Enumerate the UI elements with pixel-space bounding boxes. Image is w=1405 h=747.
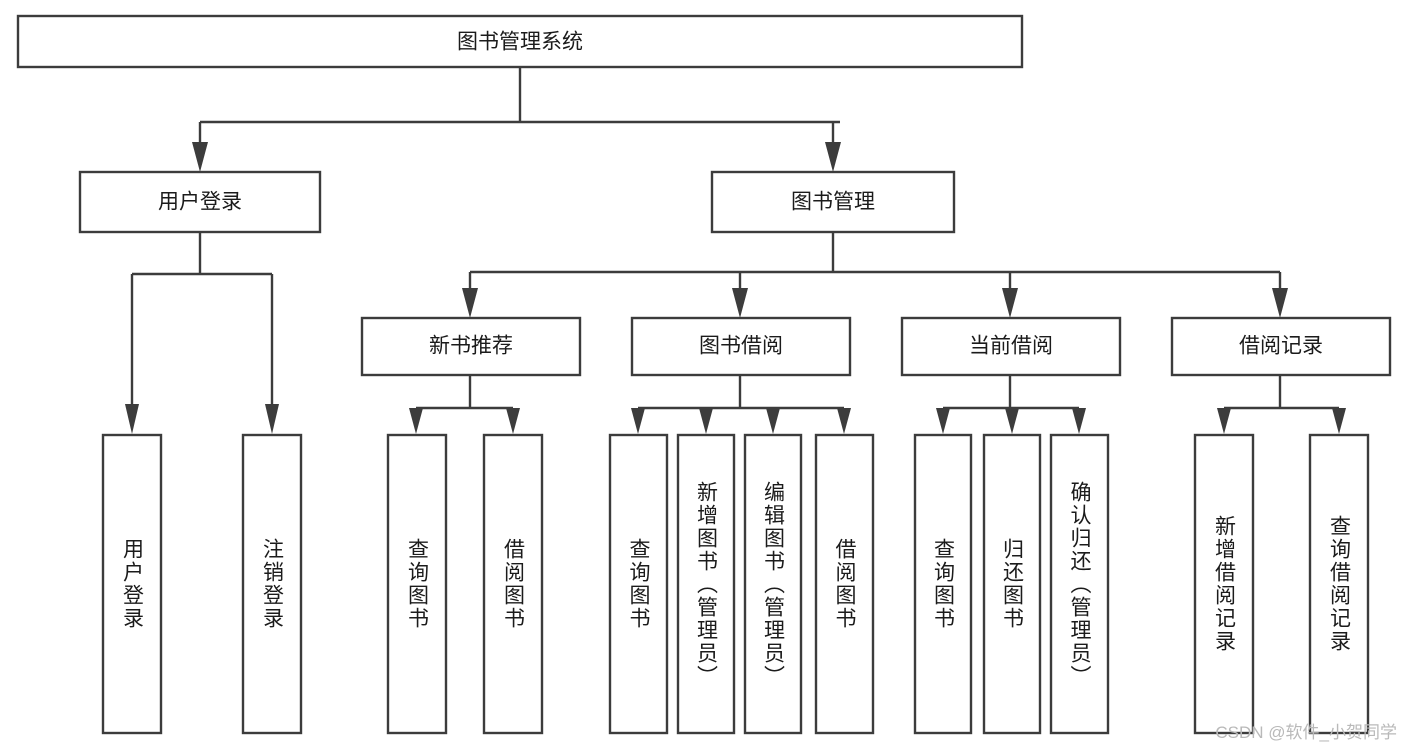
node-book-manage-label: 图书管理 <box>791 191 875 214</box>
node-borrow-record-label: 借阅记录 <box>1239 335 1323 358</box>
arrow-bb-leaf-3-icon <box>766 408 780 434</box>
leaf-box-borrow-record-2[interactable] <box>1308 433 1370 735</box>
connector-group-book-borrow <box>631 375 851 434</box>
arrow-root-to-book-icon <box>825 142 841 172</box>
arrow-bb-leaf-4-icon <box>837 408 851 434</box>
watermark: CSDN @软件_小贺同学 <box>1215 723 1397 742</box>
leaf-box-user-login-1[interactable] <box>101 433 163 735</box>
node-current-borrow-box[interactable] <box>900 316 1122 377</box>
connector-group-root <box>192 67 841 172</box>
arrow-user-leaf-2-icon <box>265 404 279 434</box>
connector-group-borrow-record <box>1217 375 1346 434</box>
node-borrow-record-box[interactable] <box>1170 316 1392 377</box>
leaf-box-borrow-record-1[interactable] <box>1193 433 1255 735</box>
node-book-manage-box[interactable] <box>710 170 956 234</box>
node-book-borrow-label: 图书借阅 <box>699 335 783 358</box>
arrow-br-leaf-2-icon <box>1332 408 1346 434</box>
node-user-login-box[interactable] <box>78 170 322 234</box>
connector-group-user-login <box>125 232 279 434</box>
arrow-bm-child-1-icon <box>462 288 478 318</box>
arrow-cb-leaf-3-icon <box>1072 408 1086 434</box>
arrow-bb-leaf-2-icon <box>699 408 713 434</box>
leaf-box-book-borrow-4[interactable] <box>814 433 875 735</box>
arrow-bm-child-3-icon <box>1002 288 1018 318</box>
leaf-box-current-borrow-3[interactable] <box>1049 433 1110 735</box>
connector-group-book-manage <box>462 232 1288 318</box>
node-book-borrow-box[interactable] <box>630 316 852 377</box>
arrow-root-to-user-icon <box>192 142 208 172</box>
node-root-label: 图书管理系统 <box>457 31 583 54</box>
leaf-box-current-borrow-2[interactable] <box>982 433 1042 735</box>
arrow-bb-leaf-1-icon <box>631 408 645 434</box>
arrow-bm-child-2-icon <box>732 288 748 318</box>
arrow-br-leaf-1-icon <box>1217 408 1231 434</box>
arrow-nb-leaf-2-icon <box>506 408 520 434</box>
node-new-book-label: 新书推荐 <box>429 335 513 358</box>
leaf-box-new-book-1[interactable] <box>386 433 448 735</box>
arrow-bm-child-4-icon <box>1272 288 1288 318</box>
arrow-cb-leaf-2-icon <box>1005 408 1019 434</box>
node-user-login-label: 用户登录 <box>158 191 242 214</box>
leaf-box-book-borrow-3[interactable] <box>743 433 803 735</box>
node-current-borrow-label: 当前借阅 <box>969 335 1053 358</box>
arrow-user-leaf-1-icon <box>125 404 139 434</box>
arrow-nb-leaf-1-icon <box>409 408 423 434</box>
connector-group-current-borrow <box>936 375 1086 434</box>
leaf-box-new-book-2[interactable] <box>482 433 544 735</box>
arrow-cb-leaf-1-icon <box>936 408 950 434</box>
node-new-book-box[interactable] <box>360 316 582 377</box>
leaf-box-current-borrow-1[interactable] <box>913 433 973 735</box>
leaf-box-book-borrow-2[interactable] <box>676 433 736 735</box>
leaf-box-book-borrow-1[interactable] <box>608 433 669 735</box>
connector-group-new-book <box>409 375 520 434</box>
node-root-box[interactable] <box>16 14 1024 69</box>
leaf-box-user-login-2[interactable] <box>241 433 303 735</box>
